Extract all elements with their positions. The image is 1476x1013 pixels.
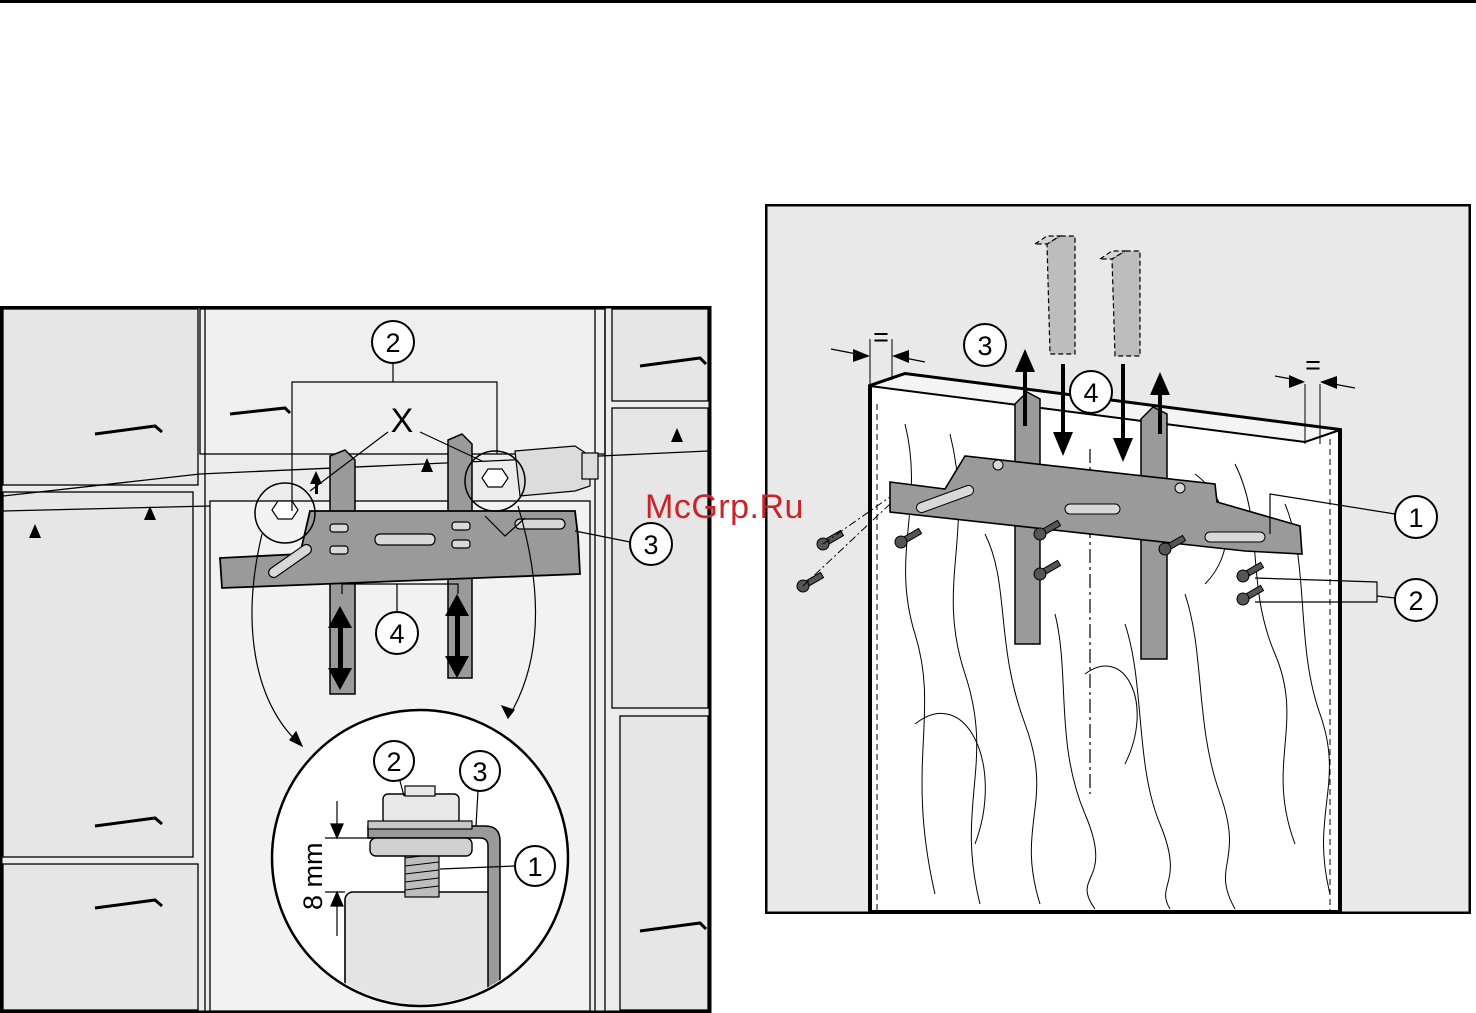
top-rule: [0, 0, 1476, 3]
callout-label: 3: [643, 530, 658, 560]
callout-label: 1: [1408, 503, 1423, 533]
equal-sign: =: [1305, 350, 1321, 380]
callout-3: 3: [964, 324, 1006, 366]
detail-callout-2: 2: [386, 747, 401, 777]
watermark: McGrp.Ru: [645, 488, 804, 527]
equal-sign: =: [873, 322, 889, 352]
dimension-label: 8 mm: [298, 843, 328, 911]
cabinet-doors-left: [3, 309, 198, 1010]
callout-label: 2: [385, 328, 400, 358]
right-figure: = = 3 4 1 2: [765, 204, 1471, 914]
left-figure-svg: 2 X 3 4: [0, 306, 712, 1013]
right-figure-svg: = = 3 4 1 2: [765, 204, 1471, 914]
detail-callout-3: 3: [472, 757, 487, 787]
left-figure: 2 X 3 4: [0, 306, 712, 1013]
callout-label: 4: [1083, 378, 1098, 408]
door-panel: [870, 374, 1340, 912]
cabinet-doors-right: [612, 309, 708, 1010]
detail-callout-1: 1: [527, 852, 542, 882]
x-marker-label: X: [391, 402, 414, 440]
callout-label: 3: [977, 331, 992, 361]
callout-4: 4: [1070, 371, 1112, 413]
callout-label: 4: [389, 619, 404, 649]
callout-label: 2: [1408, 586, 1423, 616]
